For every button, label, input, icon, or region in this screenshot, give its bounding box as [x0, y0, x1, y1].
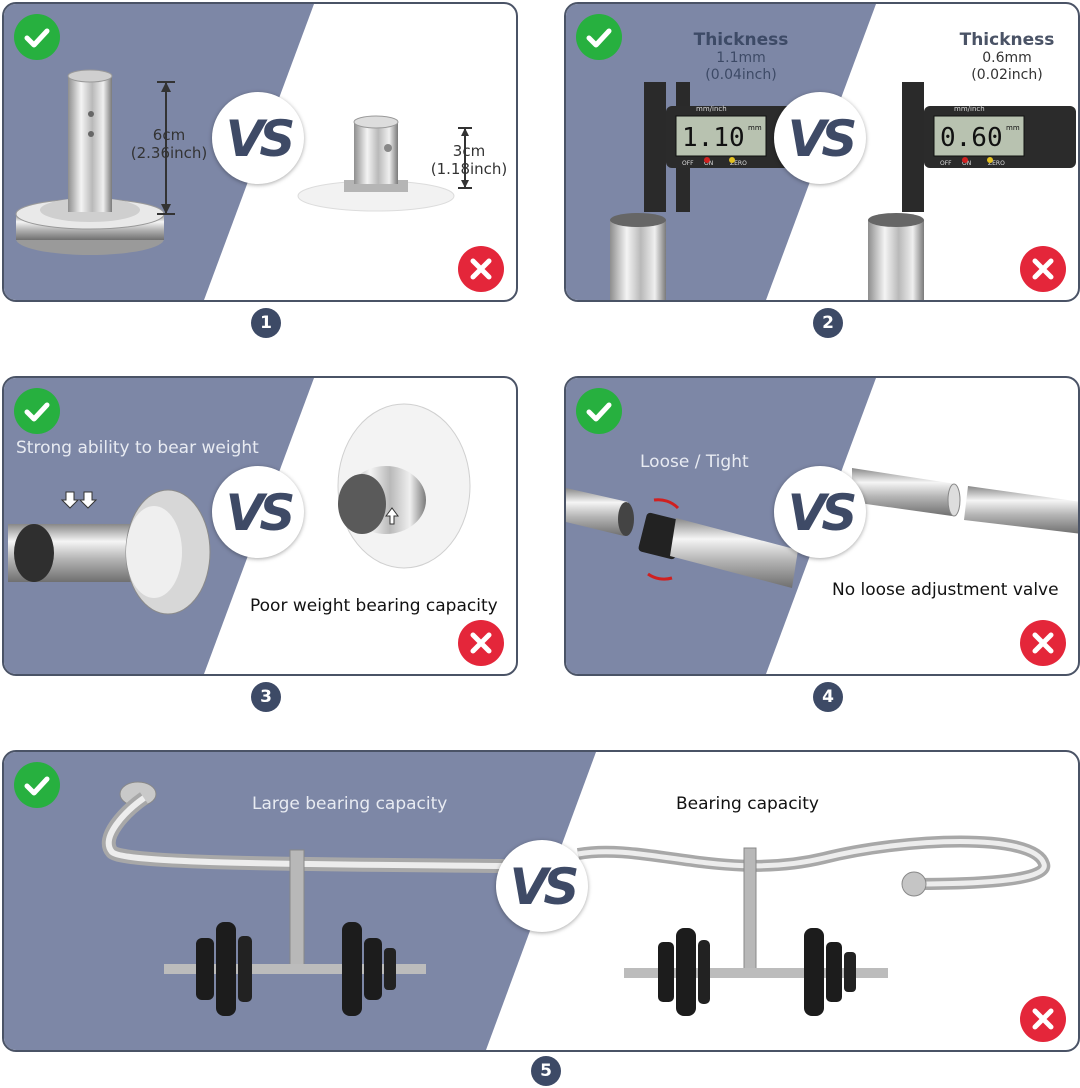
vs-badge-2: VS [774, 92, 866, 184]
vs-text: VS [509, 858, 580, 916]
good-thickness-inch: (0.04inch) [705, 67, 777, 83]
comparison-panel-5: Large bearing capacity Bearing capacity [2, 750, 1080, 1052]
panel-number-4: 4 [813, 682, 843, 712]
good-caliper-scale: mm/inch [696, 105, 727, 113]
comparison-panel-1: 6cm (2.36inch) 3cm (1.18inch) [2, 2, 518, 302]
bad-caliper-unit: mm [1006, 124, 1020, 132]
vs-badge-3: VS [212, 466, 304, 558]
bad-caliper-on: ON [962, 160, 971, 167]
tall-flange-image [15, 69, 165, 255]
good-check-badge [576, 388, 622, 434]
good-thickness-mm: 1.1mm [716, 50, 766, 66]
good-caliper-on: ON [704, 160, 713, 167]
vs-badge-5: VS [496, 840, 588, 932]
vs-text: VS [787, 484, 858, 542]
panel-number-5: 5 [531, 1056, 561, 1086]
comparison-panel-4: Loose / Tight No loose adjustment valve [564, 376, 1080, 676]
good-check-badge [14, 14, 60, 60]
height-arrow-short [458, 127, 472, 189]
bad-caliper-zero: ZERO [988, 160, 1005, 167]
weak-flange-image [337, 403, 471, 569]
bad-cross-badge [458, 246, 504, 292]
bad-caliper-readout: 0.60 [940, 123, 1003, 153]
vs-badge-1: VS [212, 92, 304, 184]
bad-thickness-label: Thickness 0.6mm (0.02inch) [942, 30, 1072, 84]
good-thickness-title: Thickness [693, 30, 789, 50]
panel-number-2: 2 [813, 308, 843, 338]
bad-dimension-inch: (1.18inch) [430, 160, 508, 178]
bad-thickness-inch: (0.02inch) [971, 67, 1043, 83]
good-check-badge [14, 388, 60, 434]
good-dimension-label: 6cm (2.36inch) [122, 126, 216, 162]
bad-dimension-label: 3cm (1.18inch) [422, 142, 516, 178]
check-icon [24, 402, 50, 422]
good-caption: Loose / Tight [640, 452, 749, 472]
good-dimension-cm: 6cm [152, 126, 186, 144]
check-icon [586, 28, 612, 48]
bad-cross-badge [458, 620, 504, 666]
check-icon [24, 776, 50, 796]
vs-text: VS [787, 110, 858, 168]
good-caption: Large bearing capacity [252, 794, 448, 814]
plain-rod-image [852, 468, 1078, 534]
good-caption: Strong ability to bear weight [16, 438, 259, 458]
bad-caption: Bearing capacity [676, 794, 819, 814]
bearing-capacity-image [101, 781, 1051, 1016]
good-check-badge [576, 14, 622, 60]
good-caliper-off: OFF [682, 160, 694, 167]
cross-icon [1032, 258, 1054, 280]
short-flange-image [297, 115, 455, 212]
panel-number-3: 3 [251, 682, 281, 712]
bad-cross-badge [1020, 996, 1066, 1042]
good-caliper-readout: 1.10 [682, 123, 745, 153]
bad-caliper-scale: mm/inch [954, 105, 985, 113]
cross-icon [470, 632, 492, 654]
bad-cross-badge [1020, 246, 1066, 292]
vs-text: VS [225, 110, 296, 168]
vs-badge-4: VS [774, 466, 866, 558]
cross-icon [1032, 1008, 1054, 1030]
cross-icon [470, 258, 492, 280]
bad-cross-badge [1020, 620, 1066, 666]
comparison-panel-3: Strong ability to bear weight Poor weigh… [2, 376, 518, 676]
bad-caliper-image: 0.60 mm mm/inch OFF ON ZERO [868, 82, 1076, 300]
bad-thickness-title: Thickness [959, 30, 1055, 50]
good-thickness-label: Thickness 1.1mm (0.04inch) [676, 30, 806, 84]
check-icon [24, 28, 50, 48]
panel-background [566, 378, 876, 674]
good-dimension-inch: (2.36inch) [130, 144, 208, 162]
bad-caption: No loose adjustment valve [832, 580, 1059, 600]
bad-caption: Poor weight bearing capacity [250, 596, 498, 616]
bad-thickness-mm: 0.6mm [982, 50, 1032, 66]
strong-flange-image [8, 489, 211, 615]
good-caliper-unit: mm [748, 124, 762, 132]
cross-icon [1032, 632, 1054, 654]
vs-text: VS [225, 484, 296, 542]
height-arrow-tall [157, 81, 175, 215]
bad-dimension-cm: 3cm [452, 142, 486, 160]
bad-caliper-off: OFF [940, 160, 952, 167]
good-caliper-zero: ZERO [730, 160, 747, 167]
adjustable-rod-image [566, 488, 798, 588]
good-check-badge [14, 762, 60, 808]
panel-number-1: 1 [251, 308, 281, 338]
check-icon [586, 402, 612, 422]
